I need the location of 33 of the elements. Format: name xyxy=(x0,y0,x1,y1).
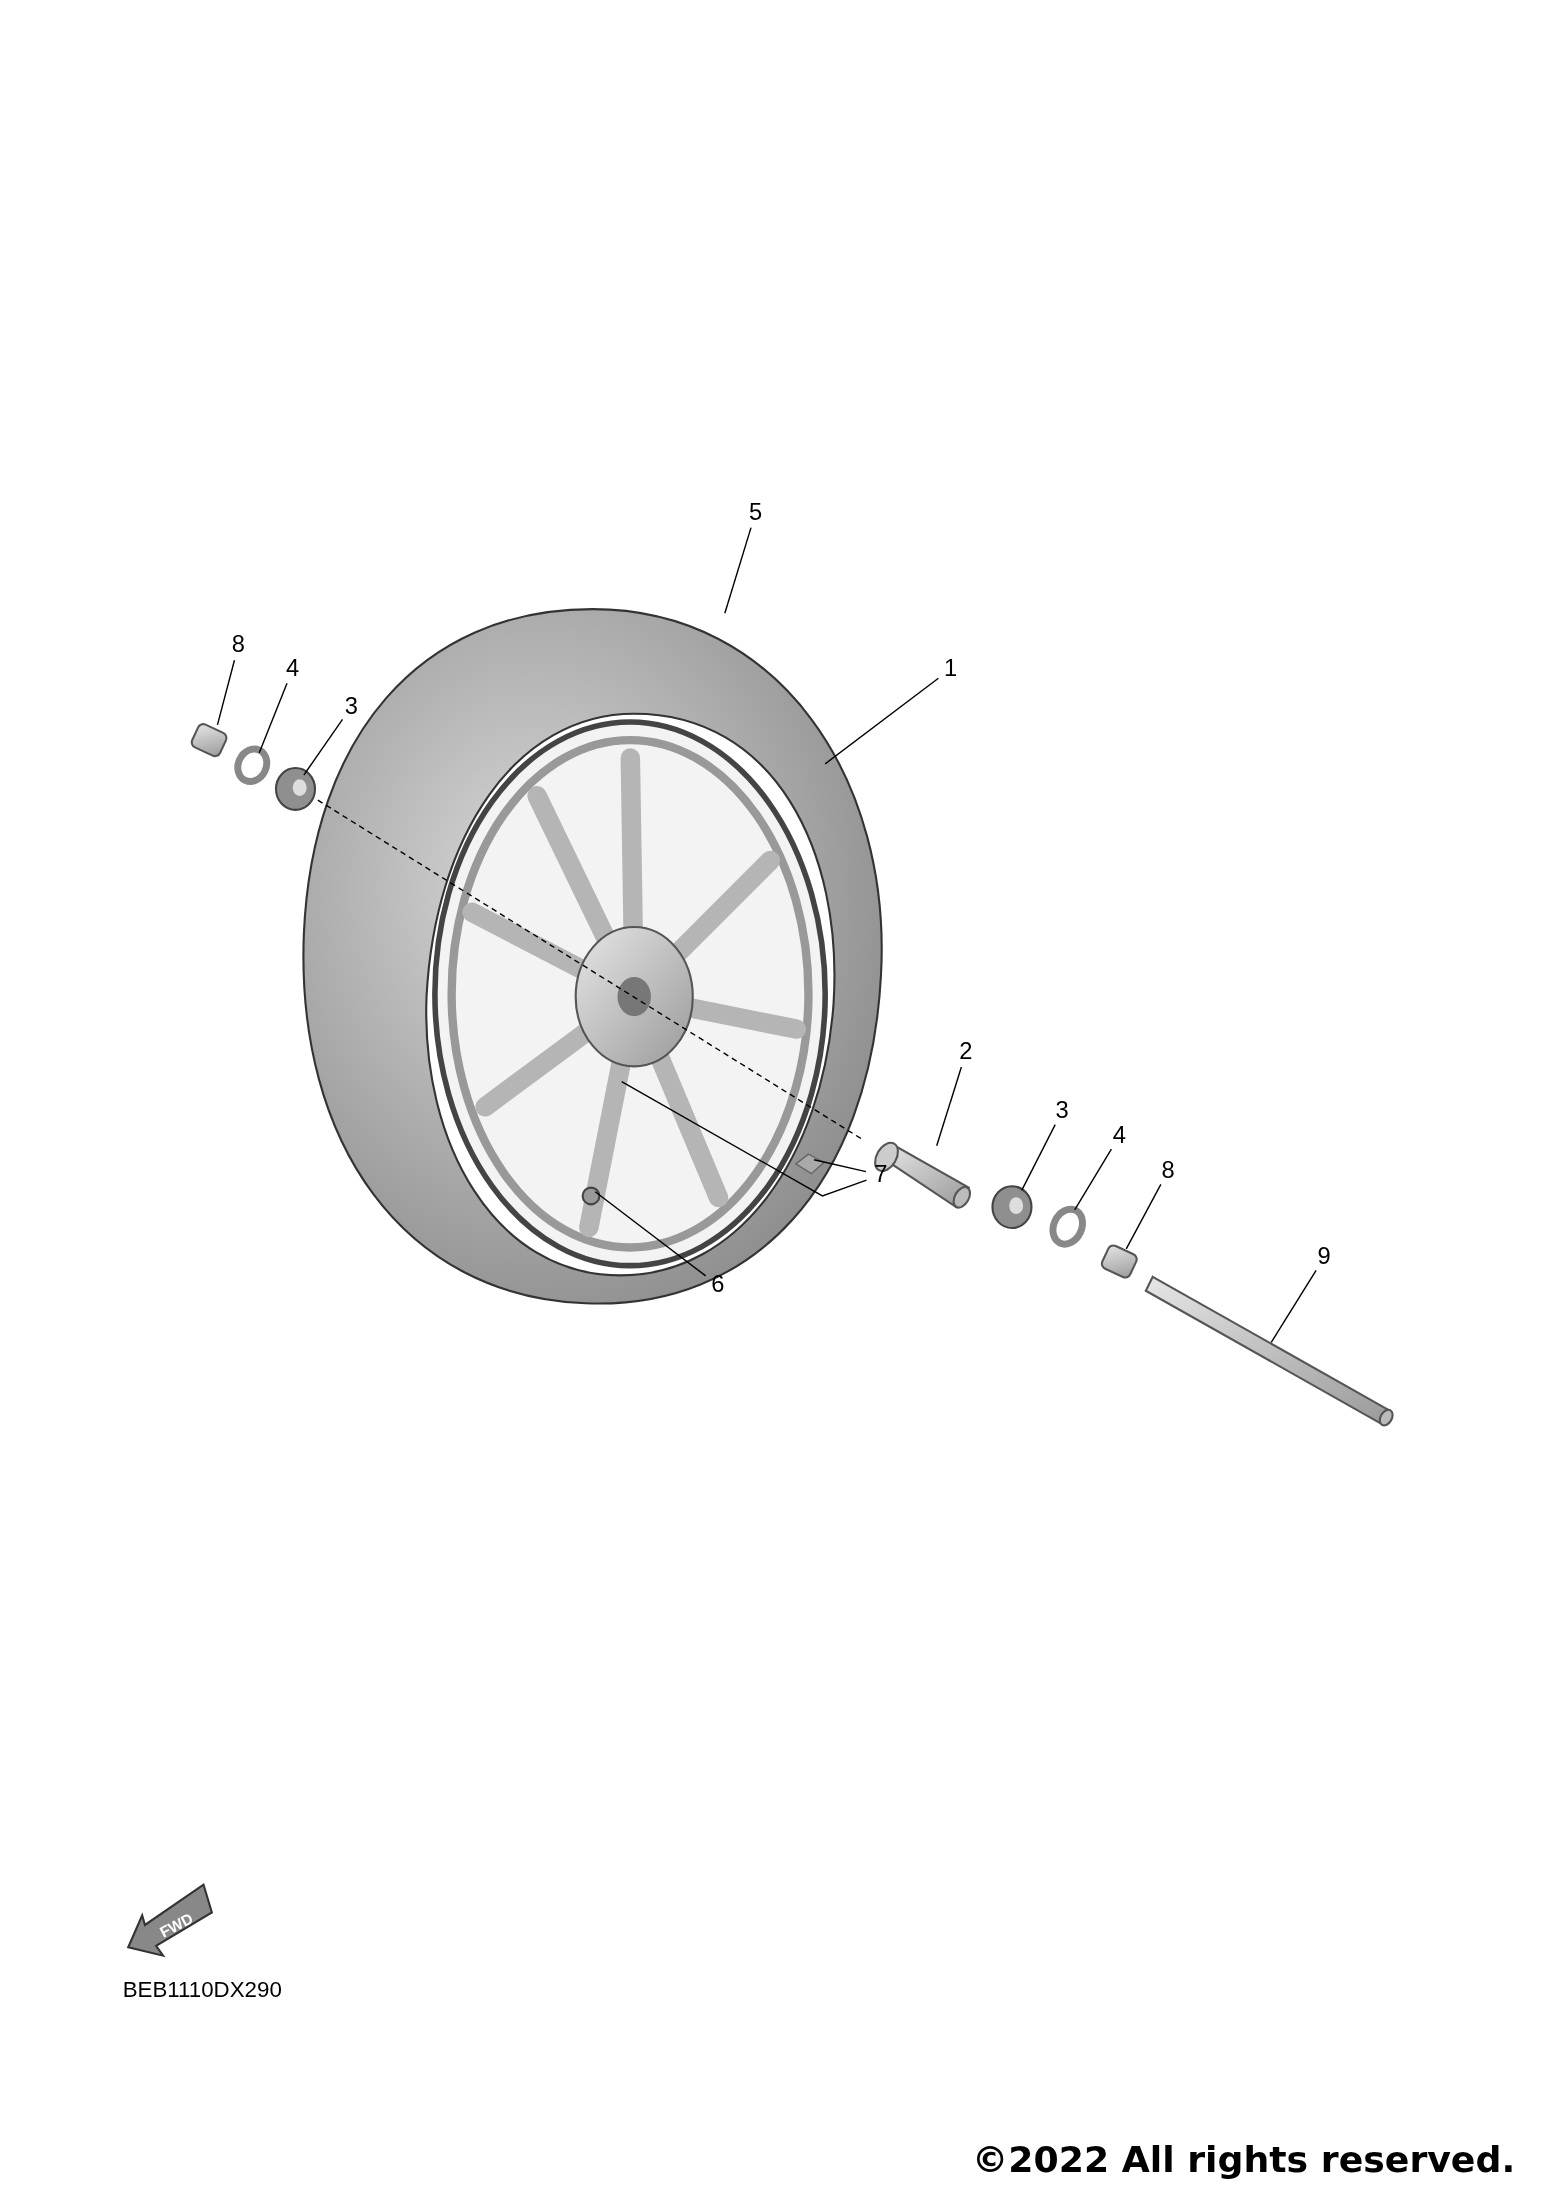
callout-number: 8 xyxy=(231,632,245,658)
leader-line xyxy=(216,659,236,726)
copyright-notice: ©2022 All rights reserved. xyxy=(972,2138,1516,2181)
leader-line xyxy=(621,1080,868,1197)
leader-line xyxy=(1074,1148,1113,1211)
oil-seal-drawing xyxy=(234,745,271,785)
callout-number: 3 xyxy=(1055,1098,1069,1124)
callout-number: 9 xyxy=(1317,1244,1331,1270)
callout-number: 6 xyxy=(711,1272,725,1298)
axle-drawing xyxy=(1144,1275,1394,1427)
leader-line xyxy=(813,1159,867,1173)
bearing-drawing xyxy=(991,1185,1033,1230)
leader-line xyxy=(1021,1123,1056,1192)
spacer-drawing xyxy=(874,1141,972,1209)
leader-line xyxy=(1270,1269,1317,1344)
leader-line xyxy=(936,1066,963,1147)
callout-number: 3 xyxy=(344,694,358,720)
callout-number: 5 xyxy=(748,500,763,526)
callout-number: 8 xyxy=(1161,1158,1175,1184)
direction-label: FWD xyxy=(157,1909,196,1941)
callout-number: 1 xyxy=(944,656,958,682)
oil-seal-drawing xyxy=(1049,1205,1086,1248)
leader-line xyxy=(258,682,288,754)
callout-number: 2 xyxy=(959,1039,973,1065)
bearing-drawing xyxy=(274,767,317,811)
wheel-rim-drawing xyxy=(432,719,828,1269)
leader-line xyxy=(1125,1183,1162,1250)
callout-number: 4 xyxy=(286,656,300,682)
part-code: BEB1110DX290 xyxy=(122,1977,282,2004)
callout-number: 4 xyxy=(1112,1123,1126,1149)
leader-line xyxy=(724,526,752,614)
leader-line xyxy=(824,677,940,765)
leader-line xyxy=(303,718,344,776)
